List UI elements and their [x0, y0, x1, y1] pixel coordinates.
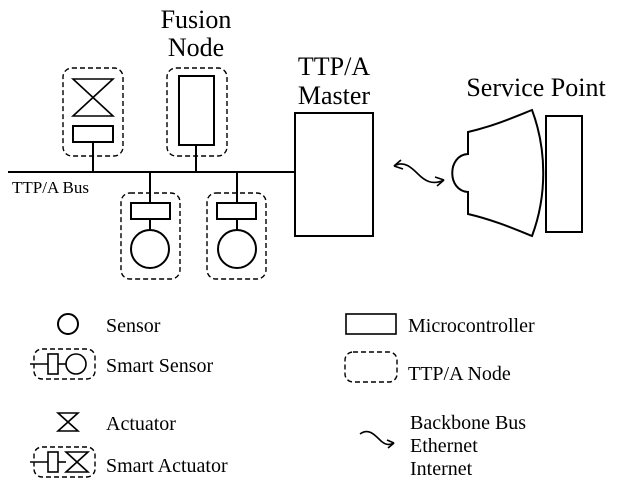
smart-sensor-node-1: [120, 172, 181, 280]
service-point-monitor: [451, 108, 583, 238]
microcontroller-box: [130, 202, 171, 220]
ttpa-bus-label: TTP/A Bus: [12, 178, 89, 197]
legend-sensor-icon: [57, 313, 79, 335]
microcontroller-box: [216, 202, 257, 220]
backbone-link: [393, 159, 445, 187]
monitor-screen: [451, 108, 545, 238]
fusion-node: [166, 67, 228, 172]
legend-sensor-label: Sensor: [106, 315, 161, 337]
ttpa-master-box: [294, 112, 374, 237]
backbone-link-curve: [393, 163, 445, 184]
backbone-arrow-left: [393, 159, 404, 170]
legend-smart-actuator-label: Smart Actuator: [106, 455, 228, 477]
monitor-body: [545, 115, 583, 233]
smart-actuator-node: [62, 67, 124, 172]
ttpa-node-boundary: [206, 192, 267, 280]
microcontroller-box: [72, 125, 114, 143]
legend-backbone-label-line2: Ethernet: [410, 435, 478, 457]
legend-backbone-label-line1: Backbone Bus: [410, 412, 526, 434]
legend-microcontroller-label: Microcontroller: [408, 315, 535, 337]
legend-backbone-label-line3: Internet: [410, 458, 473, 480]
ttpa-node-boundary: [120, 192, 181, 280]
master-label-line1: TTP/A: [298, 52, 370, 81]
fusion-node-label-line2: Node: [168, 33, 224, 62]
master-label-line2: Master: [298, 81, 371, 110]
legend-ttpa-node-icon: [344, 351, 398, 383]
legend-smart-sensor-label: Smart Sensor: [106, 355, 214, 377]
smart-sensor-node-2: [206, 172, 267, 280]
fusion-node-label-line1: Fusion: [161, 5, 232, 34]
service-point-label: Service Point: [466, 73, 606, 102]
legend-ttpa-node-label: TTP/A Node: [408, 363, 511, 385]
legend-backbone-icon: [359, 430, 395, 449]
legend-microcontroller-icon: [345, 313, 397, 335]
legend-actuator-label: Actuator: [106, 413, 176, 435]
backbone-arrow-right: [434, 176, 445, 187]
legend-actuator-icon: [55, 412, 81, 432]
legend-smart-sensor-icon: [30, 348, 96, 380]
sensor-icon: [130, 229, 170, 269]
legend-smart-actuator-icon: [30, 446, 96, 478]
sensor-icon: [217, 229, 257, 269]
legend: Sensor Smart Sensor Actuator Smart Actua…: [30, 313, 535, 480]
microcontroller-box: [178, 75, 215, 146]
actuator-icon: [70, 78, 116, 117]
